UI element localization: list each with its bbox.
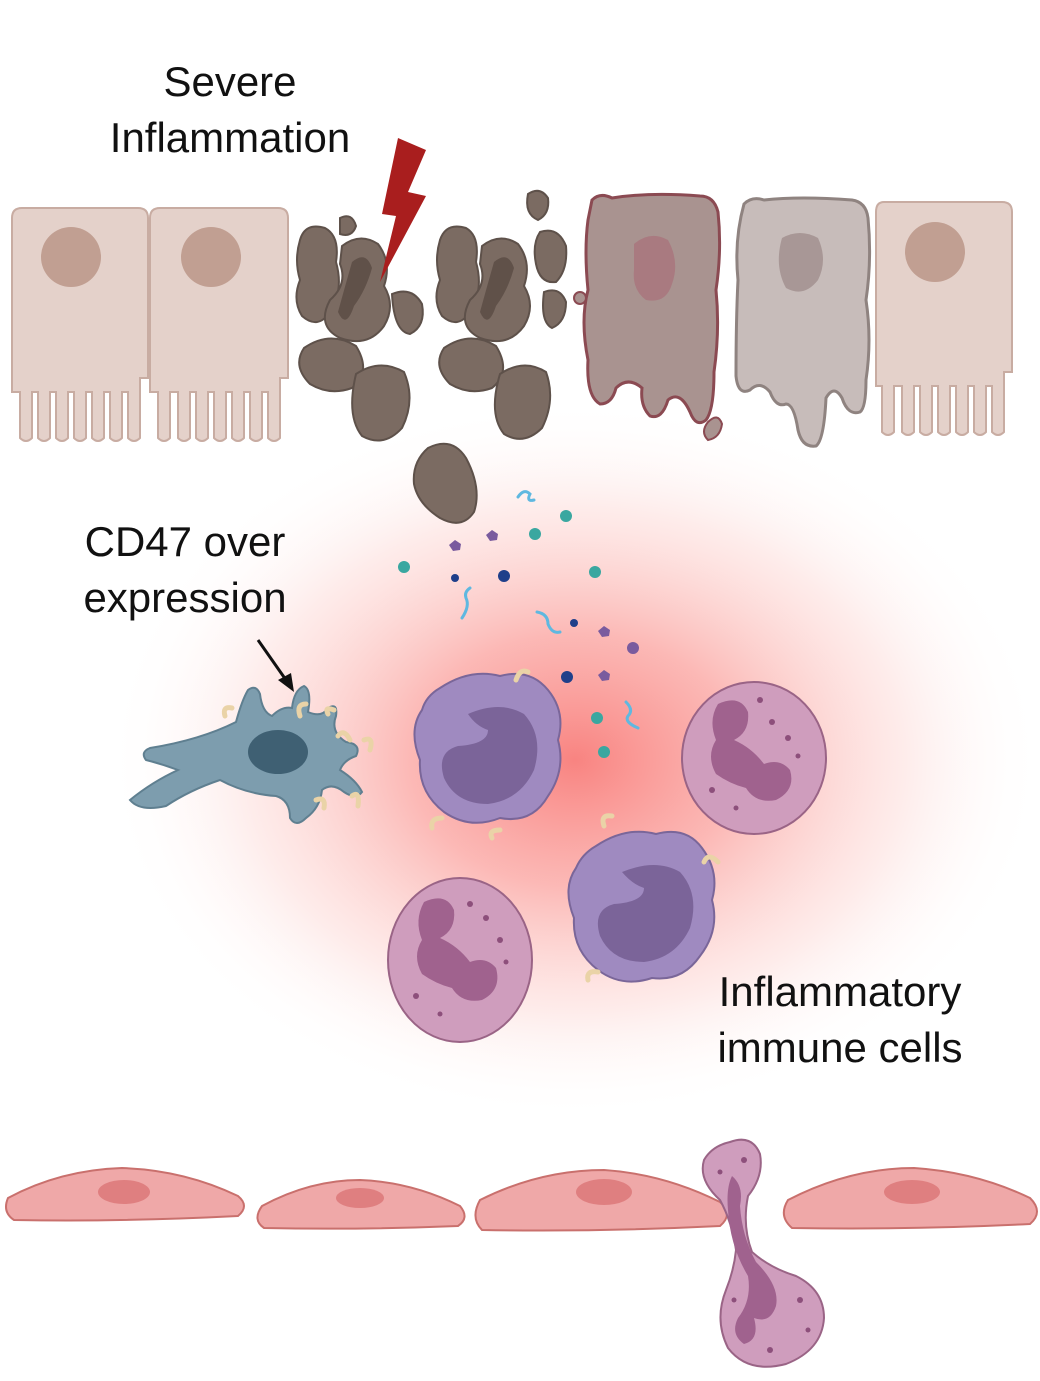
- pointer-arrow-icon: [256, 639, 294, 692]
- cell-nucleus: [41, 227, 101, 287]
- dying-epithelial-cell: [573, 192, 724, 442]
- healthy-epithelial-cell: [875, 201, 1013, 436]
- cd47-receptor-icon: [429, 668, 531, 841]
- necrotic-cell-fragments: [295, 215, 424, 442]
- label-line: expression: [83, 574, 287, 621]
- necrotic-cell-fragments: [435, 189, 568, 440]
- healthy-epithelial-cell: [11, 207, 149, 442]
- neutrophil-granules: [413, 901, 509, 1017]
- label-line: Inflammatory: [718, 968, 962, 1015]
- cytokine-particles: [398, 490, 640, 758]
- label-line: Inflammation: [109, 114, 351, 161]
- neutrophil-granules: [709, 697, 801, 811]
- dendritic-cell: [128, 684, 374, 824]
- endothelium-layer: [5, 1166, 1038, 1232]
- endothelial-cell: [256, 1178, 466, 1230]
- endothelial-cell: [474, 1168, 728, 1232]
- macrophage: [567, 813, 721, 983]
- necrotic-streaks: [338, 257, 514, 320]
- healthy-epithelial-cell: [149, 207, 289, 442]
- epithelium-layer: [11, 138, 1013, 448]
- inflammation-glow: [105, 400, 1040, 1120]
- inflammatory-immune-cells-label: Inflammatory immune cells: [680, 964, 1000, 1076]
- endothelial-cell: [5, 1166, 245, 1222]
- label-line: CD47 over: [84, 518, 286, 565]
- neutrophil: [387, 877, 533, 1043]
- label-line: immune cells: [717, 1024, 963, 1071]
- cd47-receptor-icon: [585, 813, 721, 983]
- transmigrating-neutrophil: [701, 1138, 826, 1368]
- necrotic-debris: [412, 442, 478, 524]
- dying-epithelial-cell: [734, 196, 872, 448]
- label-line: Severe: [163, 58, 297, 105]
- neutrophil: [681, 681, 827, 835]
- cd47-over-expression-label: CD47 over expression: [40, 514, 330, 626]
- cd47-receptor-icon: [221, 701, 374, 811]
- lightning-bolt-icon: [380, 138, 426, 282]
- cell-nucleus: [905, 222, 965, 282]
- severe-inflammation-label: Severe Inflammation: [60, 54, 400, 166]
- endothelial-cell: [782, 1166, 1038, 1230]
- dendritic-nucleus: [248, 730, 308, 774]
- cell-nucleus: [181, 227, 241, 287]
- macrophage: [413, 668, 562, 841]
